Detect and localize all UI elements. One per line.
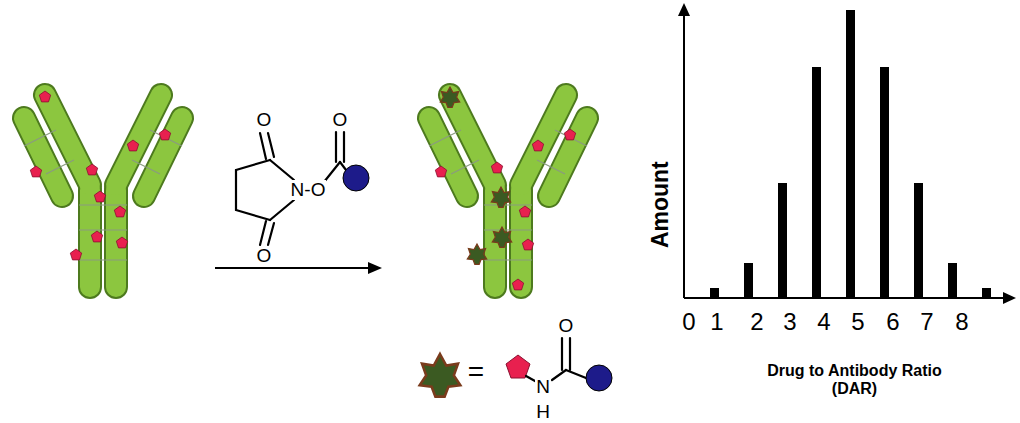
chem-atom: H [535,402,551,423]
chem-atom: N-O [290,180,327,201]
axis-title: Amount [647,162,672,249]
equals-sign: = [468,357,484,388]
tick-label: 6 [886,309,899,335]
chem-atom: N [535,377,551,398]
chem-atom: O [256,246,273,267]
chem-atom: O [332,110,349,131]
tick-label: 1 [710,309,723,335]
tick-label: 2 [750,309,763,335]
tick-label: 8 [955,309,968,335]
tick-label: 5 [851,309,864,335]
tick-label: 7 [920,309,933,335]
chem-atom: O [256,110,273,131]
tick-label: 4 [817,309,830,335]
tick-label: 0 [682,309,695,335]
tick-label: 3 [783,309,796,335]
chem-atom: O [558,316,575,337]
axis-title: Drug to Antibody Ratio (DAR) [752,362,957,397]
